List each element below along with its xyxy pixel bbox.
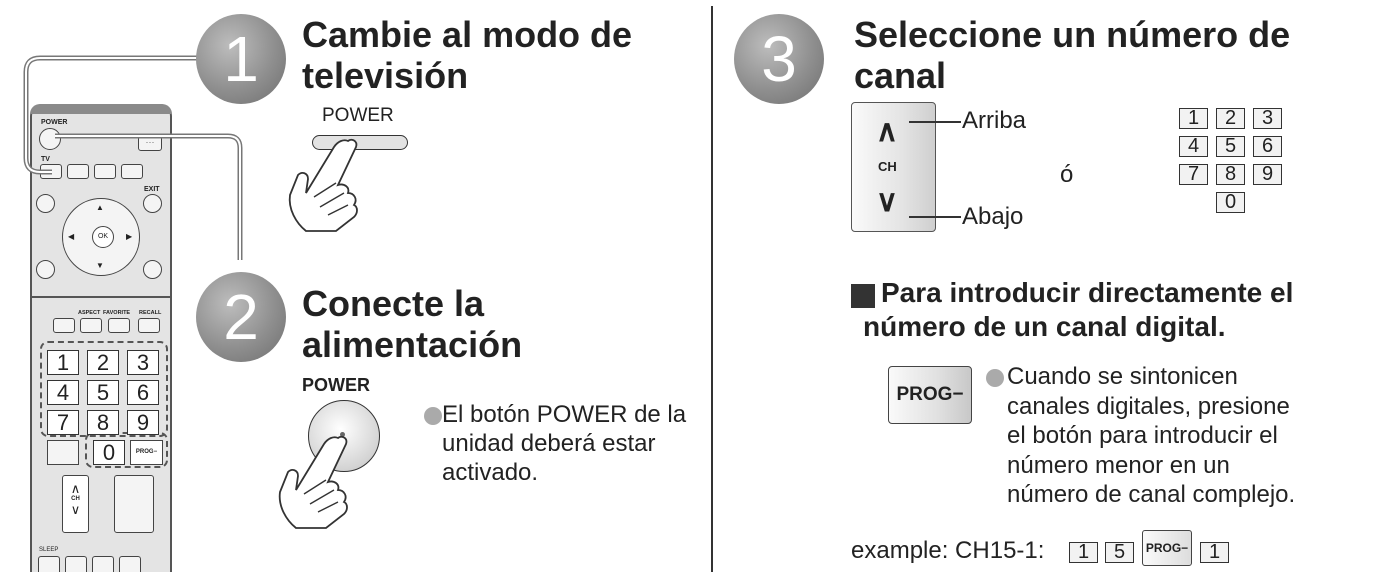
remote-favorite-label: FAVORITE [103, 310, 131, 316]
remote-ch-up-icon: ∧ [70, 481, 81, 496]
remote-bottom-right-round-button[interactable] [143, 260, 162, 279]
step-2-number: 2 [196, 272, 286, 362]
section-title: Para introducir directamente el número d… [863, 277, 1294, 342]
keypad-key-4[interactable]: 4 [1179, 136, 1208, 157]
remote-top-band [30, 104, 172, 114]
step-3-number: 3 [734, 14, 824, 104]
remote-key-5[interactable]: 5 [87, 380, 119, 405]
remote-ch-rocker[interactable]: ∧ CH ∨ [62, 475, 89, 533]
remote-sleep-label: SLEEP [39, 547, 59, 553]
remote-keypad-highlight [40, 341, 168, 437]
nav-down-icon: ▼ [96, 261, 104, 270]
remote-power-label: POWER [41, 119, 68, 126]
keypad-key-2[interactable]: 2 [1216, 108, 1245, 129]
step-2-power-label: POWER [302, 375, 371, 395]
section-square-icon [851, 284, 875, 308]
step-3-title: Seleccione un número de canal [854, 14, 1291, 96]
keypad-key-6[interactable]: 6 [1253, 136, 1282, 157]
prog-button[interactable]: PROG− [888, 366, 972, 424]
example-key-5: 5 [1105, 542, 1134, 563]
step-2-note: El botón POWER de la unidad deberá estar… [442, 401, 687, 486]
power-dot [340, 432, 345, 437]
remote-sleep-button[interactable] [38, 556, 60, 572]
down-leader [909, 216, 961, 218]
remote-key-8[interactable]: 8 [87, 410, 119, 435]
remote-key-0[interactable]: 0 [93, 440, 125, 465]
section-note: Cuando se sintonicen canales digitales, … [1007, 363, 1296, 508]
example-prog-key: PROG− [1142, 530, 1192, 566]
remote-button-3[interactable] [94, 164, 116, 179]
remote-bottom-button-3[interactable] [92, 556, 114, 572]
remote-key-7[interactable]: 7 [47, 410, 79, 435]
remote-ch-down-icon: ∨ [70, 502, 81, 517]
ch-up-icon: ∧ [876, 115, 898, 148]
remote-exit-button[interactable] [143, 194, 162, 213]
ch-down-label: Abajo [962, 203, 1024, 230]
remote-recall-label: RECALL [139, 310, 162, 316]
ch-rocker[interactable]: ∧ CH ∨ [851, 102, 936, 232]
remote-left-round-button[interactable] [36, 194, 55, 213]
step-2-title: Conecte la alimentación [302, 283, 523, 365]
leader-lines [23, 55, 243, 260]
remote-key-4[interactable]: 4 [47, 380, 79, 405]
remote-blank-key[interactable] [47, 440, 79, 465]
remote-recall-button[interactable] [138, 318, 160, 333]
remote-bottom-button-2[interactable] [65, 556, 87, 572]
remote-favorite-button[interactable] [108, 318, 130, 333]
keypad-key-5[interactable]: 5 [1216, 136, 1245, 157]
keypad-key-1[interactable]: 1 [1179, 108, 1208, 129]
up-leader [909, 121, 961, 123]
remote-divider [32, 296, 172, 298]
remote-aspect-label: ASPECT [78, 310, 101, 316]
hand-pointer-icon [278, 435, 348, 529]
remote-vol-rocker[interactable] [114, 475, 154, 533]
remote-bottom-left-round-button[interactable] [36, 260, 55, 279]
step-1-power-label: POWER [322, 105, 394, 126]
remote-key-6[interactable]: 6 [127, 380, 159, 405]
remote-bottom-button-4[interactable] [119, 556, 141, 572]
remote-prog-key[interactable]: PROG− [130, 440, 163, 465]
keypad-key-3[interactable]: 3 [1253, 108, 1282, 129]
nav-left-icon: ◀ [68, 232, 75, 241]
or-text: ó [1060, 161, 1074, 188]
remote-control [30, 104, 172, 572]
remote-ch-label: CH [71, 496, 80, 502]
step-1-title: Cambie al modo de televisión [302, 14, 633, 96]
remote-key-1[interactable]: 1 [47, 350, 79, 375]
remote-tv-label: TV [41, 156, 50, 163]
remote-ok-button[interactable]: OK [92, 226, 114, 248]
bullet-icon [986, 369, 1004, 387]
example-prefix: example: CH15-1: [851, 537, 1045, 564]
remote-key-2[interactable]: 2 [87, 350, 119, 375]
ch-down-icon: ∨ [876, 185, 898, 218]
bullet-icon [424, 407, 442, 425]
keypad-key-8[interactable]: 8 [1216, 164, 1245, 185]
nav-up-icon: ▲ [96, 203, 104, 212]
remote-color-button-1[interactable] [53, 318, 75, 333]
nav-right-icon: ▶ [126, 232, 133, 241]
remote-button-4[interactable] [121, 164, 143, 179]
keypad-key-0[interactable]: 0 [1216, 192, 1245, 213]
ch-up-label: Arriba [962, 107, 1027, 134]
keypad-key-9[interactable]: 9 [1253, 164, 1282, 185]
example-key-1: 1 [1069, 542, 1098, 563]
remote-aspect-button[interactable] [80, 318, 102, 333]
remote-exit-label: EXIT [144, 186, 160, 193]
ch-label: CH [878, 159, 897, 174]
remote-key-3[interactable]: 3 [127, 350, 159, 375]
example-key-1b: 1 [1200, 542, 1229, 563]
remote-bottom-highlight [85, 432, 168, 468]
remote-button-2[interactable] [67, 164, 89, 179]
step-1-number: 1 [196, 14, 286, 104]
hand-pointer-icon [288, 138, 358, 232]
center-divider [711, 6, 713, 572]
remote-key-9[interactable]: 9 [127, 410, 159, 435]
keypad-key-7[interactable]: 7 [1179, 164, 1208, 185]
